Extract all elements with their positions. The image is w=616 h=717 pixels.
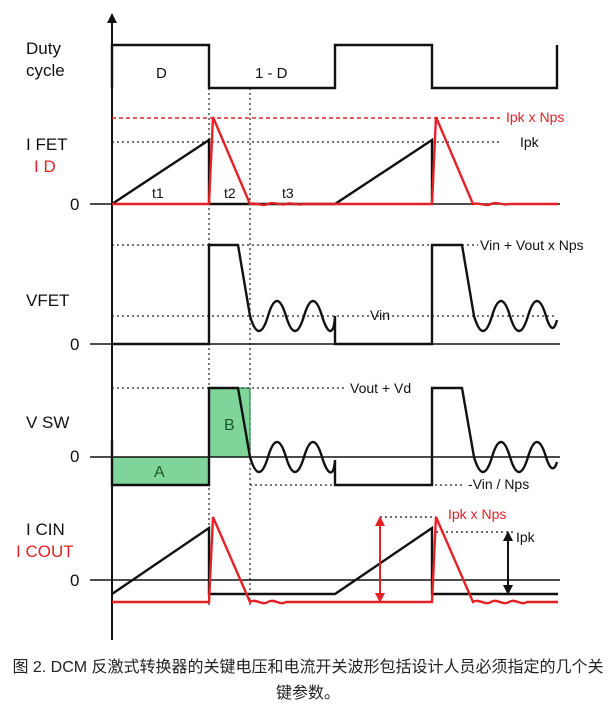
duty-1d-label: 1 - D bbox=[255, 65, 288, 82]
vin-label: Vin bbox=[370, 307, 390, 323]
vsw-zero-label: 0 bbox=[70, 447, 79, 466]
id-waveform bbox=[112, 116, 558, 207]
vsw-panel: V SW 0 A B Vout + Vd -Vin / Nps bbox=[26, 380, 560, 492]
t3-label: t3 bbox=[282, 185, 294, 201]
duty-cycle-panel: Duty cycle D 1 - D bbox=[26, 39, 559, 90]
figure-caption: 图 2. DCM 反激式转换器的关键电压和电流开关波形包括设计人员必须指定的几个… bbox=[12, 659, 604, 702]
icin-waveform bbox=[111, 525, 558, 596]
vfet-panel: VFET 0 Vin + Vout x Nps Vin bbox=[26, 237, 584, 354]
ifet-panel: I FET I D 0 t1 t2 t3 Ipk x Nps Ipk bbox=[26, 109, 564, 214]
duty-cycle-label-1: Duty bbox=[26, 39, 61, 58]
ipk-nps-bottom-label: Ipk x Nps bbox=[448, 506, 506, 522]
icout-waveform bbox=[112, 516, 558, 605]
vfet-waveform bbox=[112, 243, 559, 346]
area-a-label: A bbox=[154, 464, 165, 481]
icin-label: I CIN bbox=[26, 520, 65, 539]
ipk-top-label: Ipk bbox=[520, 134, 540, 150]
neg-vin-nps-label: -Vin / Nps bbox=[468, 476, 529, 492]
vsw-label: V SW bbox=[26, 413, 69, 432]
t2-label: t2 bbox=[224, 185, 236, 201]
duty-cycle-label-2: cycle bbox=[26, 61, 65, 80]
time-guides bbox=[208, 88, 251, 605]
ifet-label: I FET bbox=[26, 135, 68, 154]
id-label: I D bbox=[34, 157, 56, 176]
icout-label: I COUT bbox=[16, 542, 74, 561]
t1-label: t1 bbox=[152, 185, 164, 201]
ifet-zero-label: 0 bbox=[70, 195, 79, 214]
vin-vout-nps-label: Vin + Vout x Nps bbox=[480, 237, 584, 253]
vfet-label: VFET bbox=[26, 291, 69, 310]
dcm-flyback-waveform-diagram: Duty cycle D 1 - D I FET I D 0 t1 t2 t3 … bbox=[16, 13, 584, 640]
vfet-zero-label: 0 bbox=[70, 335, 79, 354]
duty-d-label: D bbox=[156, 65, 167, 82]
vout-vd-label: Vout + Vd bbox=[350, 380, 411, 396]
icin-panel: I CIN I COUT 0 Ipk x Nps Ipk bbox=[16, 506, 560, 605]
area-b-label: B bbox=[224, 417, 235, 434]
ipk-nps-top-label: Ipk x Nps bbox=[506, 109, 564, 125]
icin-zero-label: 0 bbox=[70, 571, 79, 590]
vsw-waveform bbox=[110, 386, 559, 487]
ipk-bottom-label: Ipk bbox=[516, 529, 536, 545]
duty-cycle-waveform bbox=[110, 43, 559, 90]
